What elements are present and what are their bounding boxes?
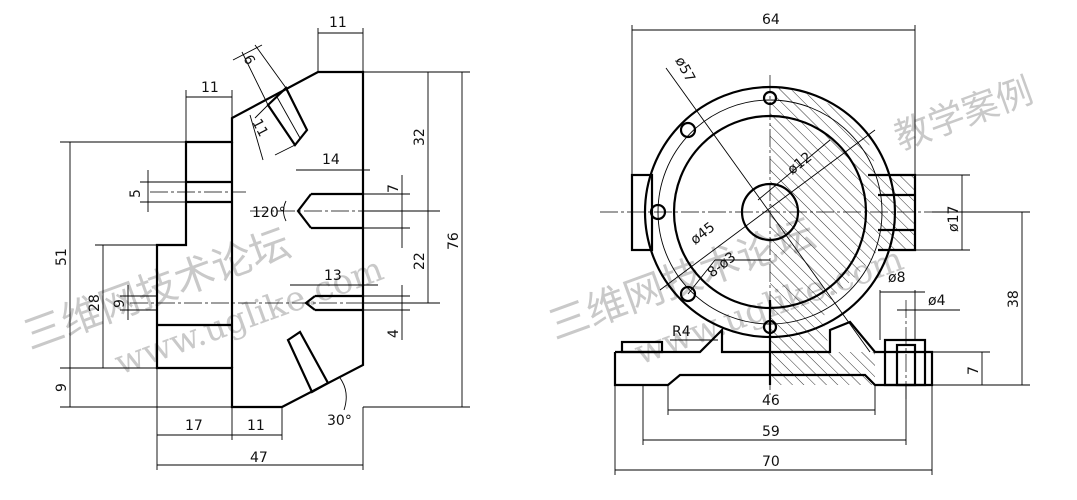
section-hatch xyxy=(770,88,915,385)
dim-upper-11: 11 xyxy=(201,80,219,96)
upper-slot xyxy=(266,86,309,147)
dim-phi8: ø8 xyxy=(888,270,905,286)
dim-r4: R4 xyxy=(672,324,691,340)
right-dimension-lines xyxy=(614,25,1030,475)
dim-phi4: ø4 xyxy=(928,293,946,309)
lower-slot xyxy=(286,330,330,394)
bolt-hole xyxy=(679,285,697,303)
left-view-outline xyxy=(155,70,365,409)
dim-70: 70 xyxy=(762,454,780,470)
dim-5: 5 xyxy=(128,189,144,198)
dim-59: 59 xyxy=(762,424,780,440)
left-dimension-lines xyxy=(60,28,470,470)
dim-angle-30: 30° xyxy=(327,413,352,429)
dim-76: 76 xyxy=(446,232,462,250)
dim-phi17: ø17 xyxy=(946,206,962,232)
dim-slot-11: 11 xyxy=(248,116,270,139)
dim-46: 46 xyxy=(762,393,780,409)
dim-51: 51 xyxy=(54,248,70,266)
dim-13: 13 xyxy=(324,268,342,284)
left-view: 11 11 6 11 14 5 7 32 120° 22 76 51 13 28… xyxy=(54,15,470,470)
dim-14: 14 xyxy=(322,152,340,168)
dim-9-inner: 9 xyxy=(112,299,128,308)
dim-4: 4 xyxy=(386,329,402,338)
dim-47: 47 xyxy=(250,450,268,466)
left-boss xyxy=(630,173,654,252)
dim-28: 28 xyxy=(87,294,103,312)
base-outline xyxy=(613,320,934,387)
dim-64: 64 xyxy=(762,12,780,28)
dim-22: 22 xyxy=(412,252,428,270)
base-lug xyxy=(620,340,664,354)
dim-top-11: 11 xyxy=(329,15,347,31)
right-view: 64 ø57 ø12 ø45 8-ø3 ø17 ø8 ø4 R4 38 7 46… xyxy=(600,12,1030,475)
dim-32: 32 xyxy=(412,128,428,146)
dim-17: 17 xyxy=(185,418,203,434)
bolt-hole xyxy=(679,121,697,139)
dim-7: 7 xyxy=(386,184,402,193)
upper-slot-axis xyxy=(276,96,301,139)
base-right-block xyxy=(883,338,927,387)
dim-7-right: 7 xyxy=(966,366,982,375)
dim-bottom-11: 11 xyxy=(247,418,265,434)
dim-angle-120: 120° xyxy=(252,205,286,221)
dim-9-bottom: 9 xyxy=(54,383,70,392)
right-boss xyxy=(868,173,917,252)
watermark-corner-text: 教学案例 xyxy=(889,71,1038,159)
dim-38: 38 xyxy=(1006,290,1022,308)
